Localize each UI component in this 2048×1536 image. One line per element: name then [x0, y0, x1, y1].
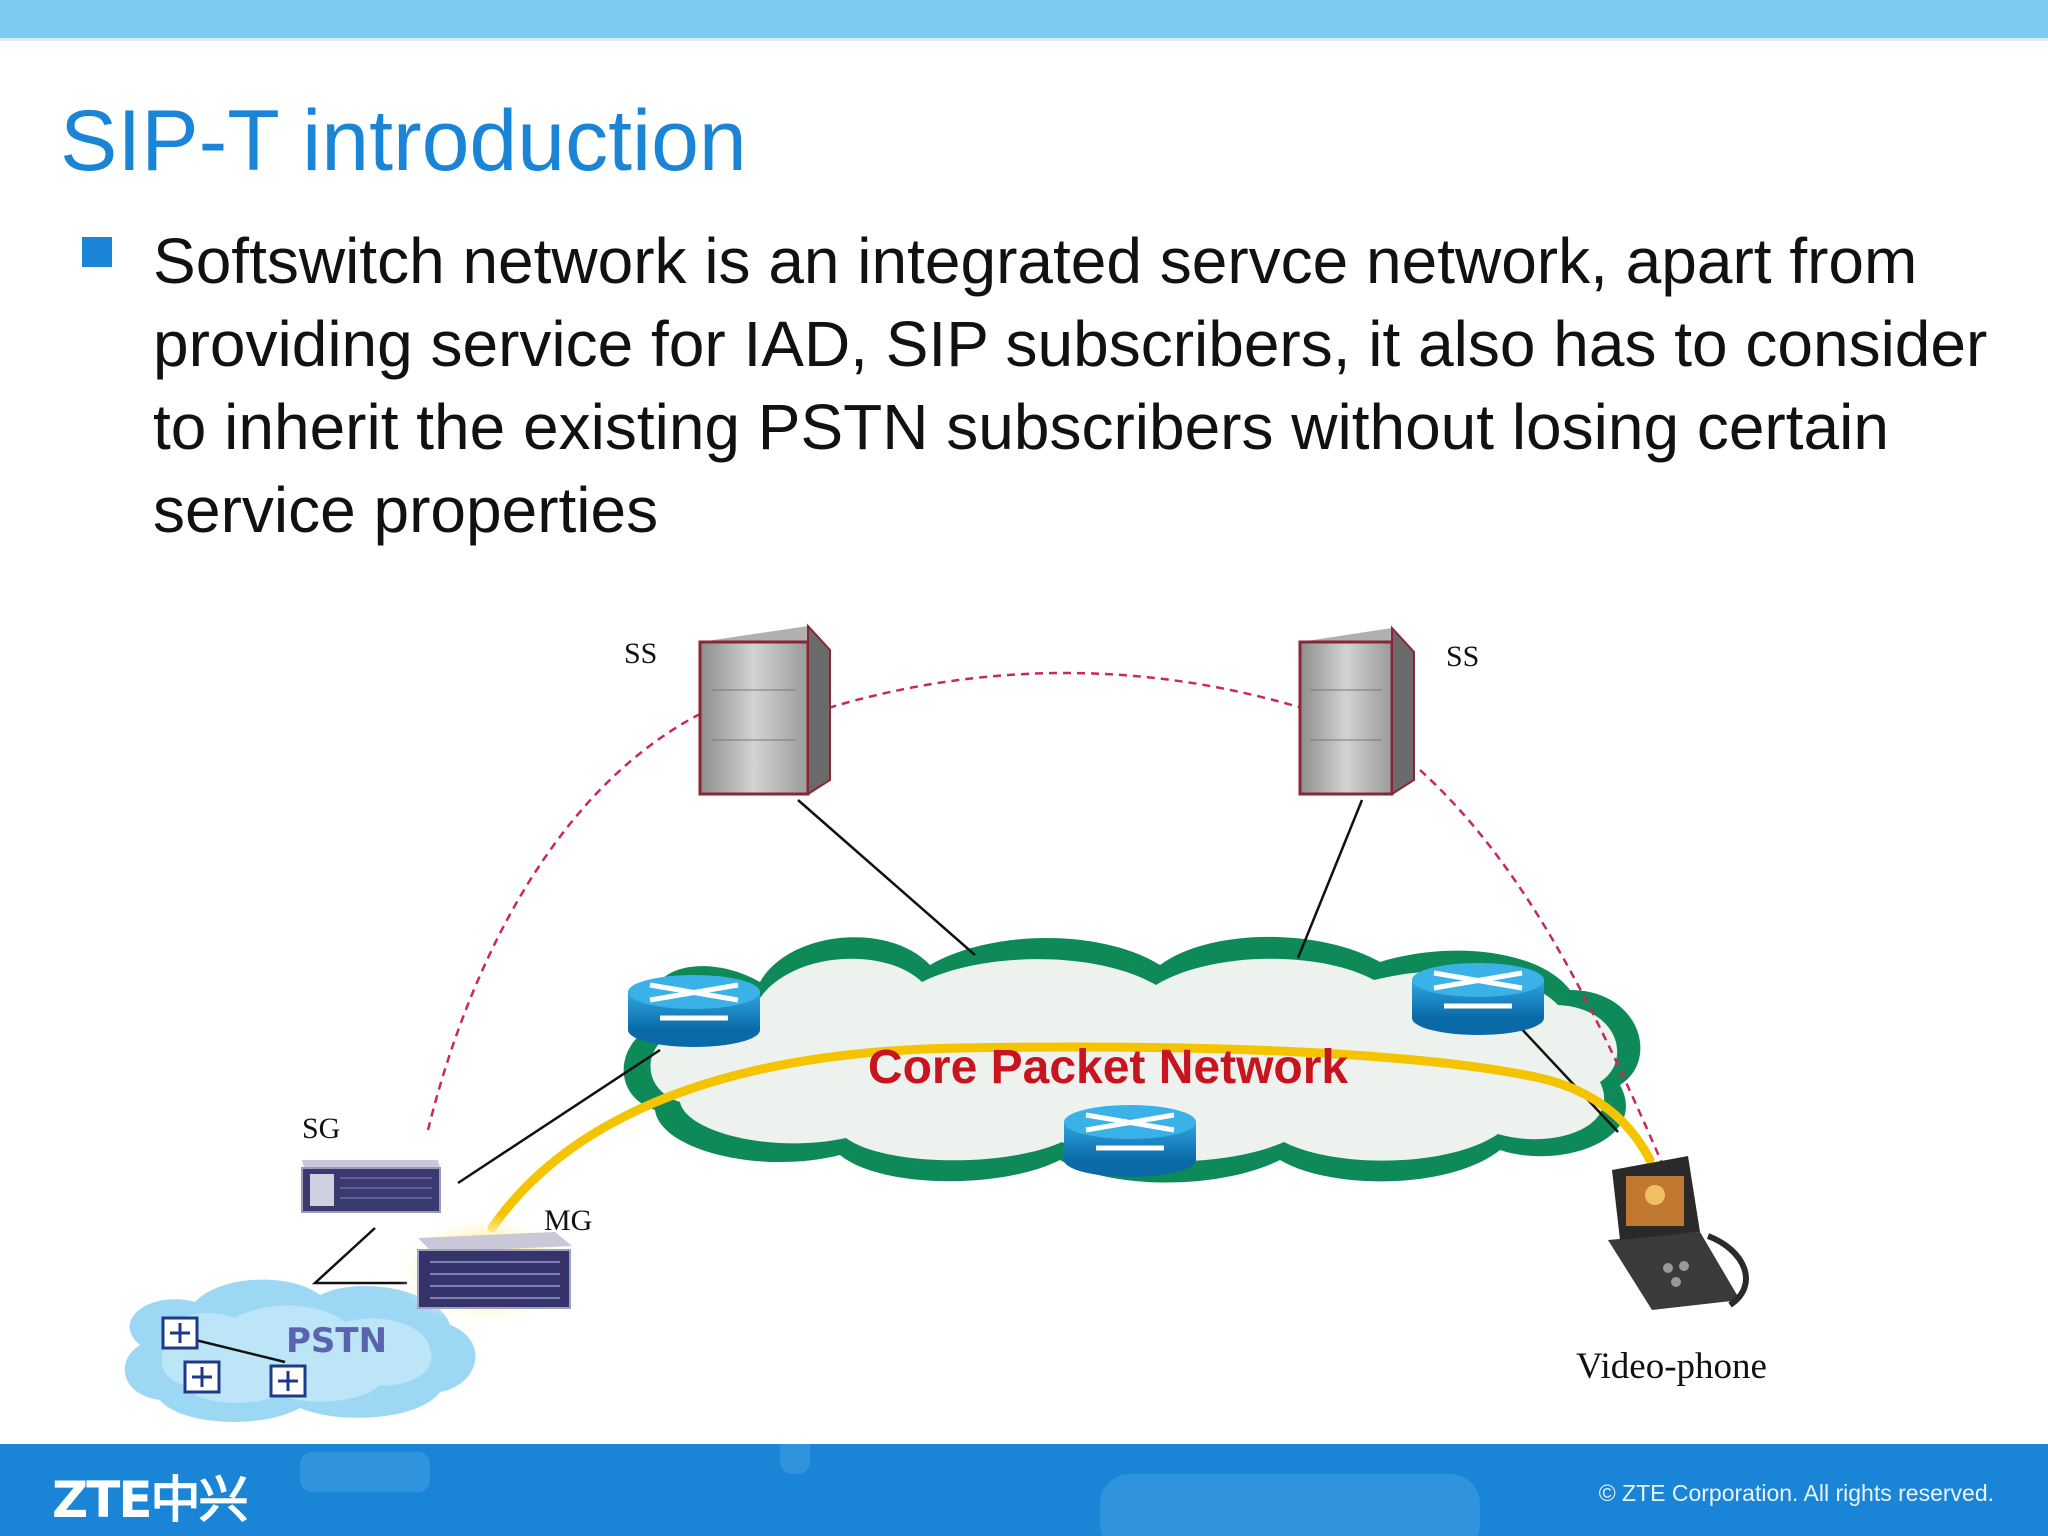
footer-decoration [300, 1452, 430, 1492]
ss-right-label: SS [1446, 640, 1479, 673]
bullet-square-icon [82, 237, 112, 267]
mg-label: MG [544, 1204, 592, 1237]
footer-decoration [1100, 1474, 1480, 1536]
footer-bar: ZTE中兴 © ZTE Corporation. All rights rese… [0, 1444, 2048, 1536]
pstn-phone-icon [269, 1364, 307, 1398]
ss-left-label: SS [624, 637, 657, 670]
media-gateway-icon [396, 1214, 580, 1326]
pstn-phone-icon [183, 1360, 221, 1394]
top-bar [0, 0, 2048, 38]
signaling-path-ss-to-videophone [1419, 769, 1667, 1171]
bullet-text: Softswitch network is an integrated serv… [153, 225, 1988, 546]
router-icon [1412, 963, 1544, 1035]
top-bar-divider [0, 38, 2048, 41]
core-network-label: Core Packet Network [868, 1041, 1348, 1094]
softswitch-server-right-icon [1298, 625, 1415, 796]
footer-decoration [780, 1444, 810, 1474]
core-packet-network-cloud [623, 936, 1641, 1183]
pstn-phone-icon [161, 1316, 199, 1350]
slide-title: SIP-T introduction [60, 93, 747, 189]
signaling-path-sg-to-ss [426, 706, 713, 1131]
softswitch-server-left-icon [698, 623, 831, 796]
network-diagram: Core Packet Network SS SS [124, 623, 1767, 1422]
router-icon [1064, 1105, 1196, 1177]
signaling-gateway-icon [301, 1160, 441, 1213]
pstn-label: PSTN [286, 1321, 387, 1361]
router-icon [628, 975, 760, 1047]
videophone-label: Video-phone [1576, 1346, 1767, 1387]
sg-label: SG [302, 1112, 340, 1145]
video-phone-icon [1608, 1156, 1749, 1310]
zte-logo: ZTE中兴 [52, 1471, 249, 1529]
signaling-path-ss-to-ss [814, 671, 1316, 714]
media-path [487, 1042, 1655, 1233]
copyright-text: © ZTE Corporation. All rights reserved. [1598, 1480, 1994, 1506]
